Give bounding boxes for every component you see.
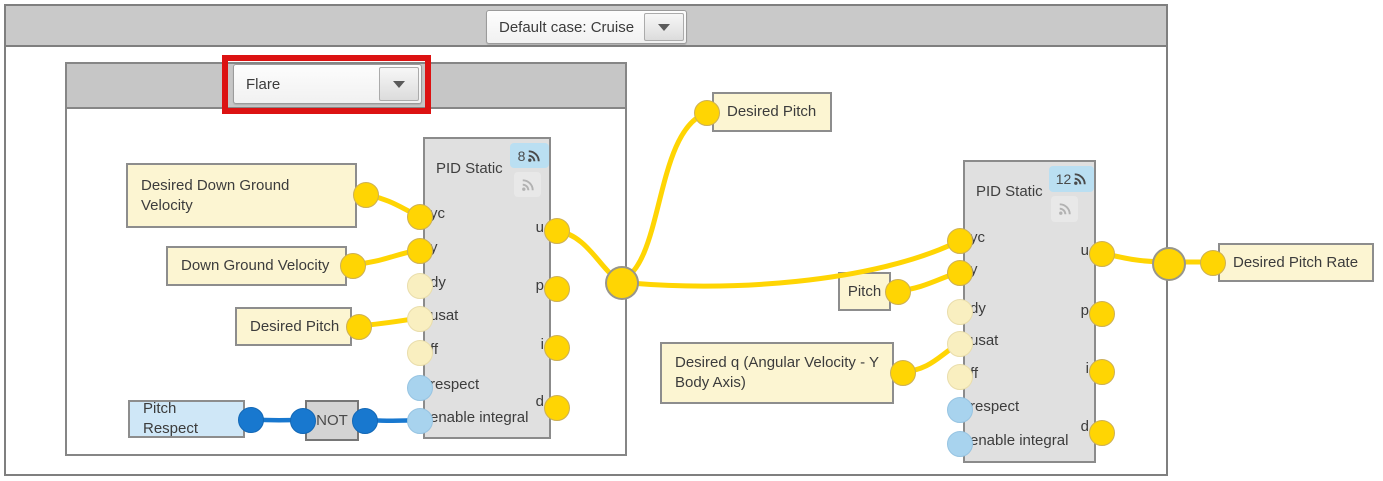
- pid1-port-u[interactable]: [544, 218, 570, 244]
- pid1-output-label-d: d: [535, 393, 544, 410]
- wire-junction-2: [1152, 247, 1186, 281]
- node-desired-pitch-input[interactable]: Desired Pitch: [235, 307, 352, 346]
- pid2-input-label-dy: dy: [970, 300, 986, 317]
- pid2-output-label-d: d: [1080, 418, 1089, 435]
- port-dgv-out[interactable]: [340, 253, 366, 279]
- pid2-input-label-usat: usat: [970, 332, 999, 349]
- wire-junction-1: [605, 266, 639, 300]
- pid2-input-label-enable-integral: enable integral: [970, 432, 1069, 449]
- pid2-port-dy[interactable]: [947, 299, 973, 325]
- pid2-port-y[interactable]: [947, 260, 973, 286]
- node-desired-down-ground-velocity[interactable]: Desired Down Ground Velocity: [126, 163, 357, 228]
- default-case-selector[interactable]: Default case: Cruise: [486, 10, 687, 44]
- pid1-input-label-dy: dy: [430, 274, 446, 291]
- pid2-port-ff[interactable]: [947, 364, 973, 390]
- pid2-port-enable-integral[interactable]: [947, 431, 973, 457]
- pid2-port-usat[interactable]: [947, 331, 973, 357]
- pid2-port-respect[interactable]: [947, 397, 973, 423]
- pid2-input-label-y: y: [970, 261, 978, 278]
- pid-static-block-2[interactable]: PID Static 12: [963, 160, 1096, 463]
- port-desired-pitch-rate-in[interactable]: [1200, 250, 1226, 276]
- pid1-input-label-yc: yc: [430, 205, 445, 222]
- pid2-active-badge[interactable]: 12: [1049, 166, 1094, 192]
- pid2-input-label-yc: yc: [970, 229, 985, 246]
- default-case-selector-value: Default case: Cruise: [499, 18, 635, 36]
- pid2-input-label-respect: respect: [970, 398, 1020, 415]
- pid1-input-label-respect: respect: [430, 376, 480, 393]
- pid1-port-i[interactable]: [544, 335, 570, 361]
- pid1-output-label-u: u: [535, 219, 544, 236]
- pid1-port-dy[interactable]: [407, 273, 433, 299]
- group-case-dropdown-button[interactable]: [379, 67, 419, 101]
- pid2-title: PID Static: [976, 183, 1043, 200]
- port-pitch-respect-out[interactable]: [238, 407, 264, 433]
- port-not-in[interactable]: [290, 408, 316, 434]
- chevron-down-icon: [658, 23, 670, 31]
- pid2-port-yc[interactable]: [947, 228, 973, 254]
- rss-icon: [1058, 203, 1071, 215]
- pid2-port-u[interactable]: [1089, 241, 1115, 267]
- pid1-output-label-i: i: [540, 336, 544, 353]
- default-case-dropdown-button[interactable]: [644, 13, 684, 41]
- pid1-port-y[interactable]: [407, 238, 433, 264]
- pid2-port-d[interactable]: [1089, 420, 1115, 446]
- pid1-input-label-usat: usat: [430, 307, 459, 324]
- pid1-port-ff[interactable]: [407, 340, 433, 366]
- pid1-port-enable-integral[interactable]: [407, 408, 433, 434]
- pid2-inactive-badge[interactable]: [1051, 196, 1078, 222]
- group-case-selector-value: Flare: [246, 75, 281, 93]
- port-pitch-out[interactable]: [885, 279, 911, 305]
- rss-icon: [1074, 173, 1086, 185]
- pid2-output-label-u: u: [1080, 242, 1089, 259]
- chevron-down-icon: [393, 80, 405, 88]
- port-ddgv-out[interactable]: [353, 182, 379, 208]
- node-pitch-respect[interactable]: Pitch Respect: [128, 400, 245, 438]
- pid1-port-p[interactable]: [544, 276, 570, 302]
- pid2-port-p[interactable]: [1089, 301, 1115, 327]
- port-not-out[interactable]: [352, 408, 378, 434]
- pid1-input-label-enable-integral: enable integral: [430, 409, 529, 426]
- pid1-output-label-p: p: [535, 277, 544, 294]
- pid2-output-label-p: p: [1080, 302, 1089, 319]
- pid1-port-respect[interactable]: [407, 375, 433, 401]
- pid1-input-label-ff: ff: [430, 341, 439, 358]
- pid1-inactive-badge[interactable]: [514, 172, 541, 197]
- pid1-port-usat[interactable]: [407, 306, 433, 332]
- rss-icon: [521, 178, 534, 191]
- port-desired-pitch-in-out[interactable]: [346, 314, 372, 340]
- pid1-active-badge[interactable]: 8: [510, 143, 549, 168]
- pid1-port-d[interactable]: [544, 395, 570, 421]
- node-desired-pitch-rate[interactable]: Desired Pitch Rate: [1218, 243, 1374, 282]
- pid2-port-i[interactable]: [1089, 359, 1115, 385]
- pid1-port-yc[interactable]: [407, 204, 433, 230]
- group-case-selector[interactable]: Flare: [233, 64, 422, 104]
- node-down-ground-velocity[interactable]: Down Ground Velocity: [166, 246, 347, 286]
- node-pitch[interactable]: Pitch: [838, 272, 891, 311]
- pid2-input-label-ff: ff: [970, 365, 979, 382]
- pid2-output-label-i: i: [1085, 360, 1089, 377]
- pid-static-block-1[interactable]: PID Static 8: [423, 137, 551, 439]
- node-desired-q[interactable]: Desired q (Angular Velocity - Y Body Axi…: [660, 342, 894, 404]
- pid1-input-label-y: y: [430, 239, 438, 256]
- node-desired-pitch-output[interactable]: Desired Pitch: [712, 92, 832, 132]
- port-desired-pitch-output-in[interactable]: [694, 100, 720, 126]
- port-desired-q-out[interactable]: [890, 360, 916, 386]
- pid1-title: PID Static: [436, 160, 503, 177]
- rss-icon: [528, 149, 541, 162]
